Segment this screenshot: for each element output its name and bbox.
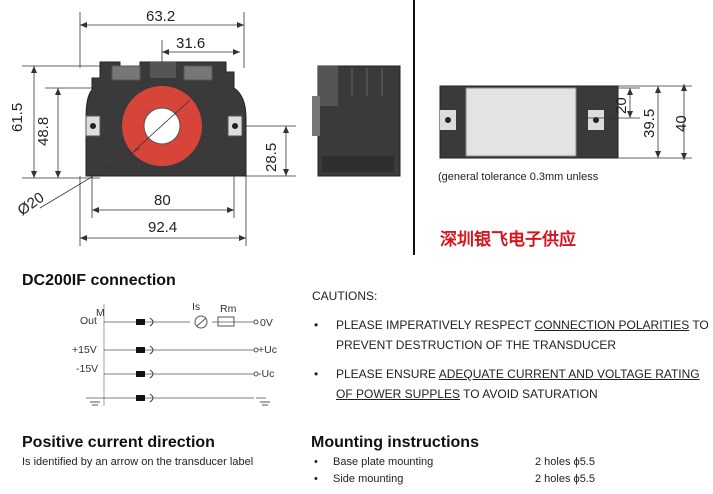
dim-31-6: 31.6	[176, 35, 205, 52]
dim-40: 40	[673, 115, 690, 132]
connection-diagram: Is Rm 0V M Out +15V +Uc -15V -Uc	[72, 301, 277, 406]
dim-28-5: 28.5	[263, 143, 280, 172]
chinese-label: 深圳银飞电子供应	[440, 230, 576, 250]
top-view-drawing: 20 39.5 40	[439, 84, 692, 160]
caution-1-underline: CONNECTION POLARITIES	[534, 318, 690, 332]
wire-label-out: Out	[80, 315, 97, 327]
positive-desc: Is identified by an arrow on the transdu…	[22, 456, 254, 468]
mounting-row-2-value: 2 holes ϕ5.5	[535, 473, 595, 485]
wire-label-m: M	[96, 307, 105, 319]
front-view-drawing: 63.2 31.6 61.5 48.8 Ø20 28.5 80 92.4	[9, 8, 296, 246]
dim-92-4: 92.4	[148, 219, 177, 236]
positive-title: Positive current direction	[22, 434, 215, 451]
caution-2-line2-post: TO AVOID SATURATION	[460, 387, 598, 401]
mounting-row-2-label: Side mounting	[333, 473, 404, 485]
wire-label-n15: -15V	[76, 363, 98, 375]
wire-label-is: Is	[192, 301, 200, 313]
connection-title: DC200IF connection	[22, 272, 176, 289]
wire-label-rm: Rm	[220, 303, 237, 315]
divider-vertical	[413, 0, 415, 255]
mounting-row-2: •	[314, 473, 318, 485]
mounting-row-1: •	[314, 456, 318, 468]
caution-2-underline: ADEQUATE CURRENT AND VOLTAGE RATING	[438, 367, 700, 381]
dim-61-5: 61.5	[9, 103, 26, 132]
wire-label-0v: 0V	[260, 317, 273, 329]
caution-item-2: • PLEASE ENSURE ADEQUATE CURRENT AND VOL…	[314, 367, 700, 401]
side-view	[312, 65, 401, 177]
dim-63-2: 63.2	[146, 8, 175, 25]
mounting-row-1-label: Base plate mounting	[333, 456, 434, 468]
mounting-title: Mounting instructions	[311, 434, 479, 451]
caution-item-1: • PLEASE IMPERATIVELY RESPECT CONNECTION…	[314, 318, 709, 352]
wire-label-p15: +15V	[72, 344, 97, 356]
mounting-row-1-value: 2 holes ϕ5.5	[535, 456, 595, 468]
caution-2-line2-underline: OF POWER SUPPLES	[336, 387, 461, 401]
caution-1-post: TO	[689, 318, 709, 332]
wire-label-uc-neg: -Uc	[258, 368, 274, 380]
dim-80: 80	[154, 192, 171, 209]
caution-1-pre: PLEASE IMPERATIVELY RESPECT	[336, 318, 535, 332]
cautions-title: CAUTIONS:	[312, 289, 378, 303]
caution-2-pre: PLEASE ENSURE	[336, 367, 439, 381]
tolerance-note: (general tolerance 0.3mm unless	[438, 171, 599, 183]
dim-48-8: 48.8	[35, 117, 52, 146]
dim-39-5: 39.5	[641, 109, 658, 138]
dim-20: 20	[613, 97, 630, 114]
wire-label-uc-pos: +Uc	[258, 344, 277, 356]
caution-1-line2: PREVENT DESTRUCTION OF THE TRANSDUCER	[336, 338, 617, 352]
dim-hole-20: Ø20	[15, 189, 48, 219]
